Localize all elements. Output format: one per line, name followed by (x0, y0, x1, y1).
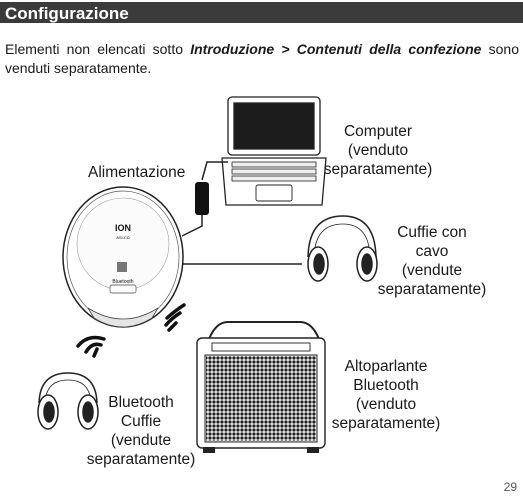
computer-label-line-2: (venduto (347, 142, 409, 159)
speaker-label-line-4: separatamente) (331, 415, 441, 432)
wired-headphones-label-line-3: (vendute (401, 262, 463, 279)
intro-suffix: sono venduti separatamente. (5, 41, 519, 76)
page-number: 29 (503, 480, 517, 494)
bluetooth-headphones-label: Bluetooth Cuffie (vendute separatamente) (81, 393, 201, 469)
speaker-label: Altoparlante Bluetooth (venduto separata… (326, 357, 446, 433)
cd-player-icon: ION ASI-CD Bluetooth (62, 186, 184, 328)
computer-label-line-1: Computer (343, 123, 413, 140)
device-brand: ION (115, 223, 131, 233)
wireless-signal-icon (76, 303, 186, 358)
wired-headphones-label: Cuffie con cavo (vendute separatamente) (372, 223, 492, 299)
device-bluetooth-mark: Bluetooth (112, 279, 133, 285)
bluetooth-headphones-label-line-4: separatamente) (86, 451, 196, 468)
speaker-label-line-3: (venduto (355, 396, 417, 413)
power-adapter-icon (195, 182, 209, 215)
bluetooth-headphones-label-line-1: Bluetooth (108, 394, 174, 411)
wired-headphones-label-line-1: Cuffie con (397, 224, 467, 241)
power-cable (201, 161, 228, 181)
intro-paragraph: Elementi non elencati sotto Introduzione… (5, 40, 519, 78)
intro-emphasis: Introduzione > Contenuti della confezion… (190, 41, 482, 57)
section-title: Configurazione (5, 4, 129, 23)
computer-label: Computer (venduto separatamente) (318, 122, 438, 179)
headphones-icon (307, 215, 378, 282)
device-model: ASI-CD (116, 235, 130, 240)
laptop-icon (221, 96, 327, 206)
usb-cable (181, 215, 203, 237)
speaker-label-line-1: Altoparlante (344, 358, 428, 375)
bluetooth-headphones-label-line-2: Cuffie (120, 413, 162, 430)
bluetooth-headphones-icon (37, 372, 99, 430)
power-label: Alimentazione (88, 164, 186, 181)
speaker-label-line-2: Bluetooth (353, 377, 419, 394)
intro-prefix: Elementi non elencati sotto (5, 41, 191, 57)
computer-label-line-3: separatamente) (323, 161, 433, 178)
section-header-bar: Configurazione (0, 2, 523, 23)
wired-headphones-label-line-2: cavo (415, 243, 449, 260)
speaker-icon (196, 321, 326, 453)
wired-headphones-label-line-4: separatamente) (377, 281, 487, 298)
bluetooth-headphones-label-line-3: (vendute (110, 432, 172, 449)
